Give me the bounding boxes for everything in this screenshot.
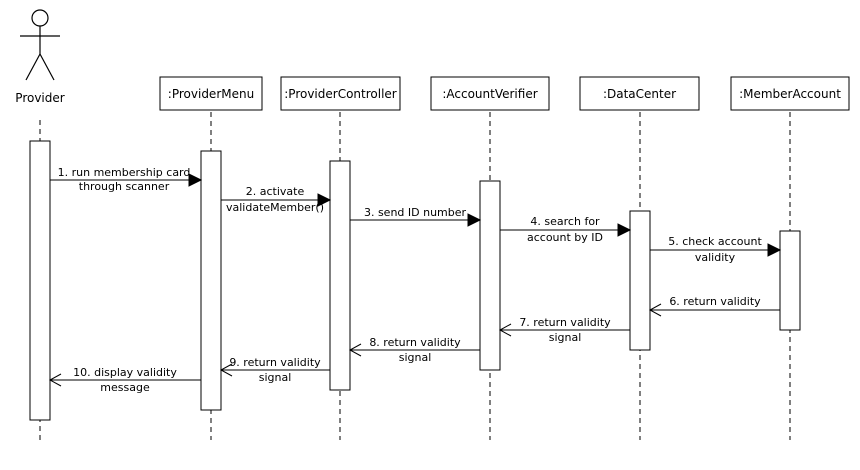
arrowhead-solid-icon: [188, 173, 203, 187]
participant-provider-controller: :ProviderController: [280, 76, 401, 111]
message-label: signal: [399, 351, 432, 364]
message-label: signal: [259, 371, 292, 384]
message-4: 4. search for account by ID: [500, 215, 632, 244]
arrowhead-solid-icon: [767, 243, 782, 257]
participant-member-account: :MemberAccount: [730, 76, 850, 111]
arrowhead-open-icon: [348, 343, 362, 357]
actor-name: Provider: [15, 91, 64, 105]
participant-data-center: :DataCenter: [579, 76, 700, 111]
message-label: 3. send ID number: [364, 206, 467, 219]
message-label: message: [100, 381, 150, 394]
message-label: validateMember(): [226, 201, 324, 214]
message-3: 3. send ID number: [350, 206, 482, 227]
activation-member-account: [779, 230, 801, 331]
participant-name: :AccountVerifier: [442, 87, 537, 101]
arrowhead-solid-icon: [317, 193, 332, 207]
message-label: through scanner: [79, 180, 170, 193]
activation-provider-controller: [329, 160, 351, 391]
message-label: 6. return validity: [669, 295, 761, 308]
arrowhead-open-icon: [219, 363, 233, 377]
actor-provider: Provider: [15, 9, 65, 105]
message-9: 9. return validity signal: [219, 356, 330, 384]
message-label: 10. display validity: [73, 366, 177, 379]
message-label: 5. check account: [668, 235, 762, 248]
message-8: 8. return validity signal: [348, 336, 480, 364]
message-label: 7. return validity: [519, 316, 611, 329]
message-5: 5. check account validity: [650, 235, 782, 264]
message-label: 8. return validity: [369, 336, 461, 349]
participant-provider-menu: :ProviderMenu: [159, 76, 263, 111]
activation-account-verifier: [479, 180, 501, 371]
message-label: validity: [695, 251, 736, 264]
participant-account-verifier: :AccountVerifier: [430, 76, 550, 111]
arrowhead-solid-icon: [467, 213, 482, 227]
message-2: 2. activate validateMember(): [221, 185, 332, 214]
activation-data-center: [629, 210, 651, 351]
participant-name: :ProviderMenu: [168, 87, 254, 101]
message-10: 10. display validity message: [48, 366, 201, 394]
message-label: 2. activate: [246, 185, 305, 198]
arrowhead-open-icon: [498, 323, 512, 337]
message-1: 1. run membership card through scanner: [50, 166, 203, 193]
message-label: 1. run membership card: [58, 166, 191, 179]
arrowhead-open-icon: [48, 373, 62, 387]
message-label: signal: [549, 331, 582, 344]
participant-name: :ProviderController: [284, 87, 397, 101]
activation-provider: [29, 140, 51, 421]
message-7: 7. return validity signal: [498, 316, 630, 344]
activation-provider-menu: [200, 150, 222, 411]
stick-figure-icon: [20, 9, 60, 81]
message-label: account by ID: [527, 231, 603, 244]
arrowhead-solid-icon: [617, 223, 632, 237]
message-6: 6. return validity: [648, 295, 780, 317]
participant-name: :MemberAccount: [739, 87, 841, 101]
participant-name: :DataCenter: [603, 87, 676, 101]
message-label: 4. search for: [530, 215, 600, 228]
arrowhead-open-icon: [648, 303, 662, 317]
message-label: 9. return validity: [229, 356, 321, 369]
